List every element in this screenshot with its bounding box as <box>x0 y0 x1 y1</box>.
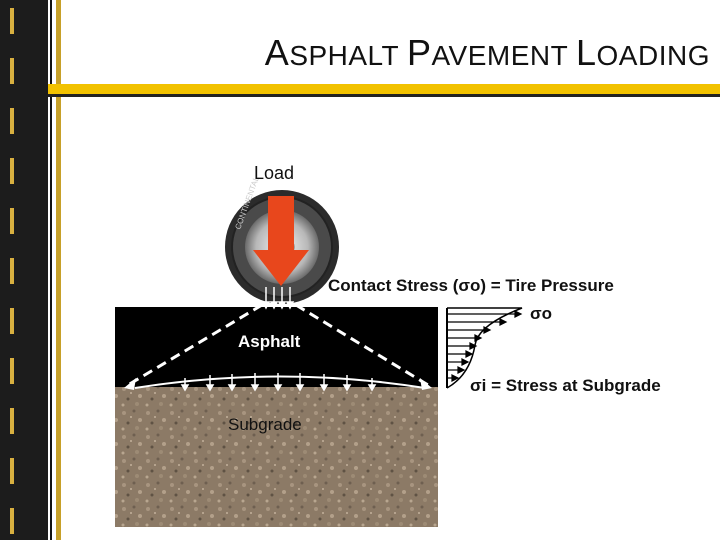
title-cap-p: P <box>406 32 432 73</box>
stress-distribution-lines <box>127 303 429 387</box>
title-underline-shadow <box>48 94 720 97</box>
subgrade-label: Subgrade <box>228 415 302 434</box>
subgrade-stress-label: σi = Stress at Subgrade <box>470 376 661 395</box>
road-gold-line <box>56 0 61 540</box>
title-underline-bar <box>48 84 720 94</box>
load-label: Load <box>254 163 295 183</box>
load-arrow-icon <box>253 196 309 286</box>
title-word-loading: OADING <box>596 40 710 71</box>
subgrade-stress-arrows <box>180 373 377 392</box>
sigma-o-label: σo <box>530 304 553 323</box>
subgrade-stress-curve <box>134 375 426 389</box>
subgrade-layer <box>115 387 438 527</box>
asphalt-label: Asphalt <box>238 332 301 351</box>
title-word-pavement: AVEMENT <box>431 40 576 71</box>
contact-stress-arrows <box>261 287 295 310</box>
title-cap-l: L <box>576 32 597 73</box>
page-title: ASPHALT PAVEMENT LOADING <box>150 32 710 74</box>
road-edge-decoration <box>0 0 48 540</box>
road-dash-marks <box>10 8 14 534</box>
title-cap-a: A <box>264 32 290 73</box>
dashed-line-arrowhead-left <box>124 378 136 390</box>
road-edge-line <box>50 0 52 540</box>
contact-stress-label: Contact Stress (σo) = Tire Pressure <box>328 276 614 295</box>
stress-profile-diagram <box>446 307 523 389</box>
title-word-asphalt: SPHALT <box>289 40 407 71</box>
asphalt-layer <box>115 307 438 387</box>
